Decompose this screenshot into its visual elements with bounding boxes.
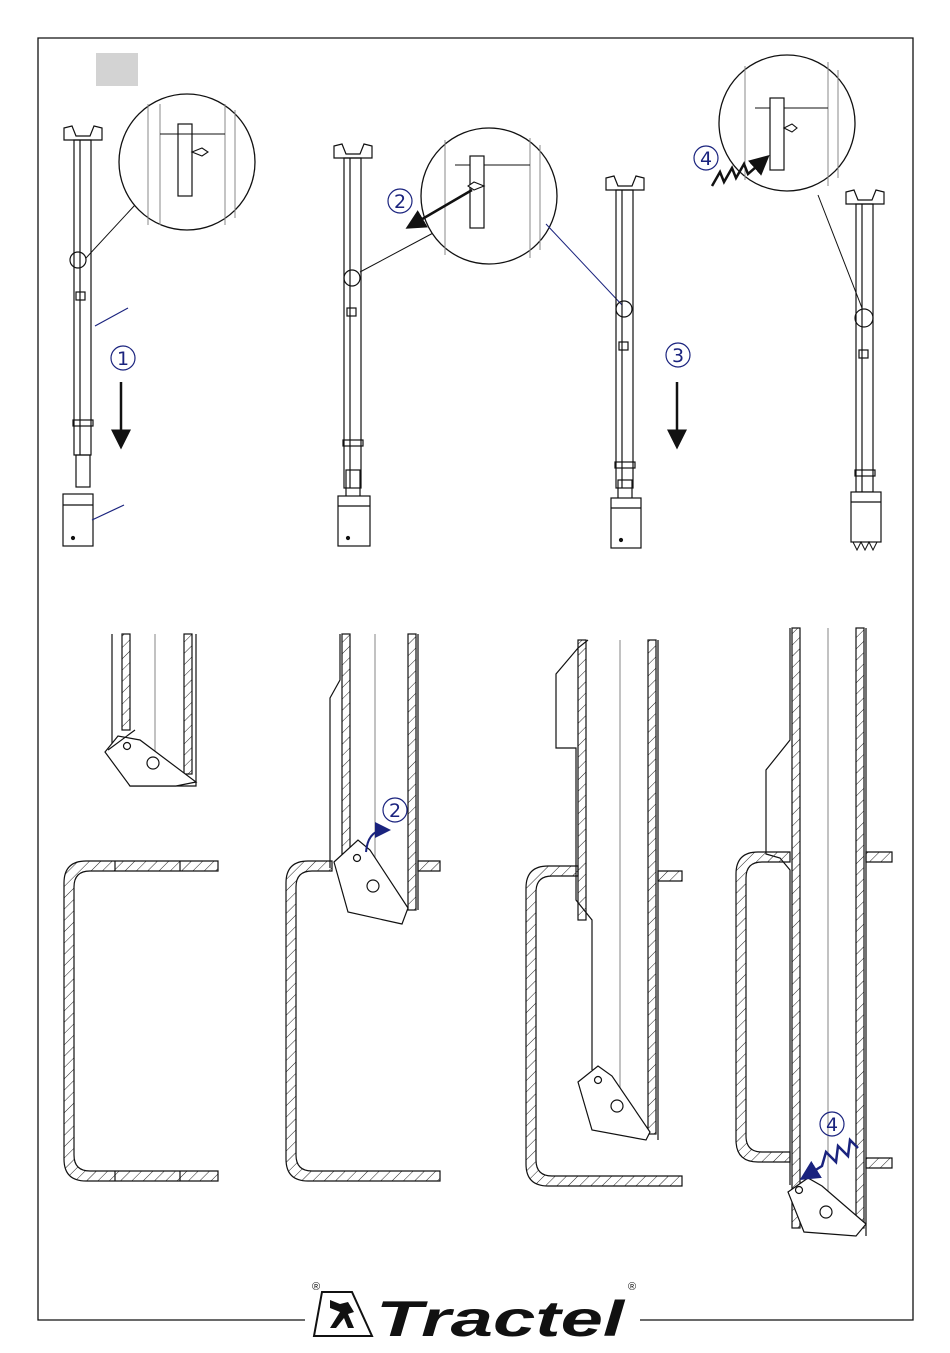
section-view-1 bbox=[105, 634, 196, 786]
svg-text:Tractel: Tractel bbox=[376, 1291, 626, 1347]
leader-line-blue bbox=[546, 224, 622, 305]
detail-circle-2 bbox=[421, 128, 557, 264]
tractel-logo: ® Tractel ® bbox=[312, 1281, 636, 1347]
step-4b-marker: 4 bbox=[820, 1112, 844, 1136]
bracket-section-4 bbox=[736, 852, 892, 1168]
svg-text:2: 2 bbox=[389, 800, 401, 822]
detail-circle-1 bbox=[119, 94, 255, 230]
bracket-section-1 bbox=[64, 861, 218, 1181]
pointer-line bbox=[95, 308, 128, 326]
post-step-2 bbox=[334, 144, 372, 546]
section-view-2 bbox=[330, 634, 418, 924]
svg-text:®: ® bbox=[628, 1281, 636, 1293]
step-3-marker: 3 bbox=[666, 343, 690, 367]
section-view-3 bbox=[556, 640, 658, 1140]
svg-text:3: 3 bbox=[672, 345, 684, 367]
svg-text:1: 1 bbox=[117, 348, 129, 370]
section-view-4 bbox=[766, 628, 866, 1236]
svg-text:2: 2 bbox=[394, 191, 406, 213]
svg-text:4: 4 bbox=[700, 148, 712, 170]
step-2-marker: 2 bbox=[388, 189, 412, 213]
spring-arrow bbox=[806, 1140, 858, 1176]
post-step-1 bbox=[63, 126, 102, 546]
pointer-line bbox=[92, 505, 124, 520]
step-1-marker: 1 bbox=[111, 346, 135, 370]
leader-line bbox=[360, 232, 435, 272]
leader-line bbox=[86, 205, 135, 258]
post-step-4 bbox=[846, 190, 884, 550]
svg-text:®: ® bbox=[312, 1281, 320, 1293]
step-4-marker: 4 bbox=[694, 146, 718, 170]
post-step-3 bbox=[606, 176, 644, 548]
section-tab-box bbox=[96, 53, 138, 86]
step-2b-marker: 2 bbox=[383, 798, 407, 822]
svg-text:4: 4 bbox=[826, 1114, 838, 1136]
